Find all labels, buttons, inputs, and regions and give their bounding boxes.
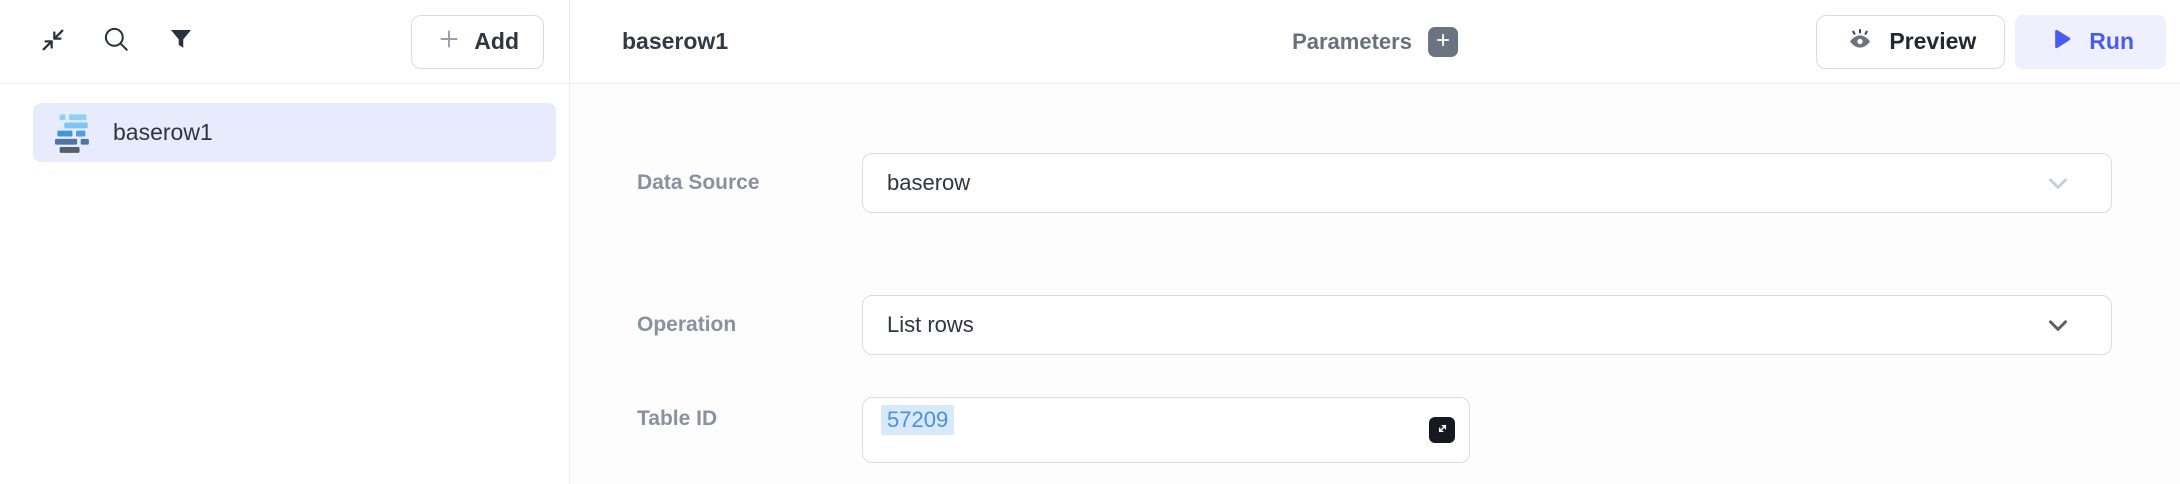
query-form: Data Source baserow Operation List rows	[570, 84, 2180, 484]
collapse-panel-button[interactable]	[34, 23, 72, 61]
plus-icon	[1434, 31, 1452, 52]
preview-button[interactable]: Preview	[1816, 14, 2006, 69]
operation-value: List rows	[887, 312, 974, 337]
table-id-row: Table ID 57209	[570, 397, 2180, 463]
parameters-section: Parameters	[1292, 26, 1458, 57]
header-actions: Preview Run	[1816, 14, 2166, 69]
add-query-button[interactable]: Add	[411, 14, 544, 69]
plus-icon	[436, 26, 462, 58]
play-icon	[2047, 25, 2075, 59]
eye-icon	[1845, 24, 1875, 60]
query-main-panel: baserow1 Parameters	[570, 0, 2180, 484]
query-list-item-baserow1[interactable]: baserow1	[33, 103, 556, 162]
parameters-label: Parameters	[1292, 28, 1412, 54]
add-query-label: Add	[474, 28, 519, 54]
operation-label: Operation	[637, 313, 737, 336]
operation-select[interactable]: List rows	[862, 295, 2112, 355]
operation-row: Operation List rows	[570, 295, 2180, 355]
data-source-row: Data Source baserow	[570, 153, 2180, 213]
preview-label: Preview	[1889, 28, 1977, 54]
expand-editor-button[interactable]	[1429, 417, 1455, 443]
run-label: Run	[2089, 28, 2134, 54]
query-item-label: baserow1	[113, 119, 213, 145]
add-parameter-button[interactable]	[1427, 26, 1458, 57]
data-source-value: baserow	[887, 170, 971, 195]
table-id-input[interactable]: 57209	[862, 397, 1470, 463]
table-id-value: 57209	[881, 405, 955, 435]
data-source-select[interactable]: baserow	[862, 153, 2112, 213]
query-header: baserow1 Parameters	[570, 0, 2180, 84]
table-id-label: Table ID	[637, 407, 718, 430]
filter-button[interactable]	[162, 23, 200, 61]
query-list: baserow1	[0, 84, 569, 162]
expand-icon	[1434, 420, 1451, 440]
run-button[interactable]: Run	[2015, 14, 2166, 69]
chevron-down-icon	[2043, 310, 2073, 340]
collapse-icon	[37, 24, 69, 59]
baserow-icon	[55, 112, 97, 154]
chevron-down-icon	[2043, 168, 2073, 198]
sidebar-toolbar: Add	[0, 0, 569, 84]
query-sidebar: Add baserow1	[0, 0, 570, 484]
data-source-label: Data Source	[637, 171, 760, 194]
filter-icon	[165, 24, 197, 59]
search-icon	[101, 24, 133, 59]
query-title: baserow1	[622, 28, 729, 54]
search-button[interactable]	[98, 23, 136, 61]
